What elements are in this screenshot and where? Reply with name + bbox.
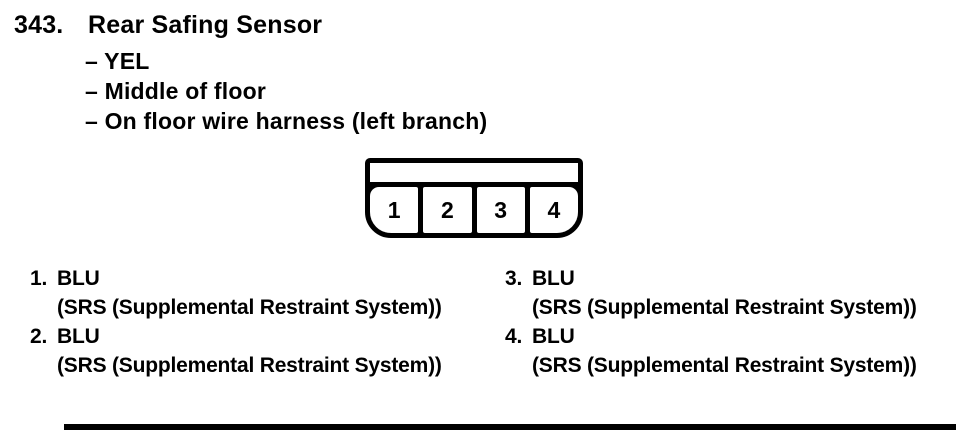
pin-circuit: (SRS (Supplemental Restraint System)) xyxy=(532,354,917,377)
pin-number: 1. xyxy=(30,267,48,290)
connector-cavity-1: 1 xyxy=(370,187,419,233)
section-header: 343. Rear Safing Sensor xyxy=(14,11,322,40)
pin-circuit: (SRS (Supplemental Restraint System)) xyxy=(57,354,442,377)
connector-diagram: 1 2 3 4 xyxy=(365,158,583,238)
pin-wire-color: BLU xyxy=(532,267,575,290)
pin-entry-2: 2. BLU (SRS (Supplemental Restraint Syste… xyxy=(30,322,442,380)
pin-entry-4: 4. BLU (SRS (Supplemental Restraint Syste… xyxy=(505,322,917,380)
connector-cavity-4: 4 xyxy=(529,187,578,233)
pin-wire-color: BLU xyxy=(57,267,100,290)
pin-wire-color: BLU xyxy=(532,325,575,348)
connector-cavity-3: 3 xyxy=(476,187,525,233)
pin-list-left-column: 1. BLU (SRS (Supplemental Restraint Syste… xyxy=(30,264,442,380)
pin-entry-line: 3. BLU xyxy=(505,264,917,293)
connector-cavity-row: 1 2 3 4 xyxy=(370,187,578,233)
pin-circuit: (SRS (Supplemental Restraint System)) xyxy=(532,296,917,319)
section-number: 343. xyxy=(14,11,64,39)
attribute-list: – YEL – Middle of floor – On floor wire … xyxy=(85,46,487,136)
attribute-item-color: – YEL xyxy=(85,48,150,74)
pin-wire-color: BLU xyxy=(57,325,100,348)
pin-number: 2. xyxy=(30,325,48,348)
attribute-item-location: – Middle of floor xyxy=(85,78,266,104)
bottom-rule xyxy=(64,424,956,430)
connector-lock-tab xyxy=(370,163,578,187)
pin-entry-1: 1. BLU (SRS (Supplemental Restraint Syste… xyxy=(30,264,442,322)
pin-number: 4. xyxy=(505,325,523,348)
connector-cavity-2: 2 xyxy=(423,187,472,233)
pin-entry-line: 1. BLU xyxy=(30,264,442,293)
pin-number: 3. xyxy=(505,267,523,290)
pin-list-right-column: 3. BLU (SRS (Supplemental Restraint Syste… xyxy=(505,264,917,380)
section-title: Rear Safing Sensor xyxy=(88,11,323,39)
attribute-item-harness: – On floor wire harness (left branch) xyxy=(85,108,488,134)
pin-entry-3: 3. BLU (SRS (Supplemental Restraint Syste… xyxy=(505,264,917,322)
pin-circuit: (SRS (Supplemental Restraint System)) xyxy=(57,296,442,319)
pin-entry-line: 4. BLU xyxy=(505,322,917,351)
pin-entry-line: 2. BLU xyxy=(30,322,442,351)
